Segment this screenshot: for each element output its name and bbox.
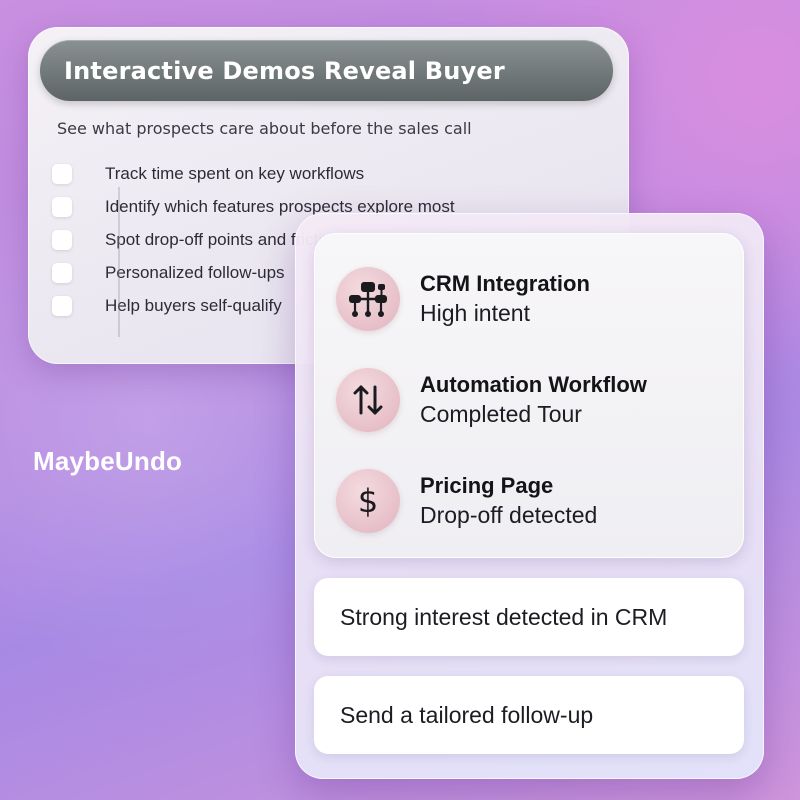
checklist-divider [118,187,120,337]
feature-automation-workflow[interactable]: Automation Workflow Completed Tour [336,368,647,432]
feature-crm-integration[interactable]: CRM Integration High intent [336,267,590,331]
up-down-arrows-icon [336,368,400,432]
brand-logo-text: MaybeUndo [33,446,183,476]
feature-title: CRM Integration [420,271,590,296]
checklist-item-label: Personalized follow-ups [105,262,285,282]
checkbox[interactable] [52,229,72,250]
checklist-item: Help buyers self-qualify [52,289,455,322]
card-subtitle: See what prospects care about before the… [57,119,472,138]
feature-title: Automation Workflow [420,372,647,397]
action-message-text: Send a tailored follow-up [340,701,594,728]
title-bar: Interactive Demos Reveal Buyer [40,40,613,101]
checklist-item: Spot drop-off points and friction [52,223,455,256]
dollar-glyph: $ [357,482,379,520]
checklist-item-label: Help buyers self-qualify [105,295,282,315]
feature-pricing-page[interactable]: $ Pricing Page Drop-off detected [336,469,597,533]
feature-status: Completed Tour [420,401,582,427]
feature-status: Drop-off detected [420,502,598,528]
checkbox[interactable] [52,262,72,283]
feature-status: High intent [420,300,530,326]
checkbox[interactable] [52,163,72,184]
card-title: Interactive Demos Reveal Buyer [64,56,505,85]
feature-title: Pricing Page [420,473,554,498]
checklist-item-label: Spot drop-off points and friction [105,229,341,249]
checklist-item: Personalized follow-ups [52,256,455,289]
insight-message[interactable]: Strong interest detected in CRM [314,578,744,656]
dollar-icon: $ [336,469,400,533]
insight-message-text: Strong interest detected in CRM [340,603,668,630]
insights-card: CRM Integration High intent Automation W… [295,213,764,779]
checkbox[interactable] [52,196,72,217]
features-panel: CRM Integration High intent Automation W… [314,233,744,558]
action-message[interactable]: Send a tailored follow-up [314,676,744,754]
checklist-item-label: Track time spent on key workflows [105,163,365,183]
checklist-item: Track time spent on key workflows [52,157,455,190]
org-chart-icon [336,267,400,331]
checklist-item: Identify which features prospects explor… [52,190,455,223]
summary-card: Interactive Demos Reveal Buyer See what … [28,27,629,364]
checkbox[interactable] [52,295,72,316]
checklist: Track time spent on key workflows Identi… [52,157,455,322]
checklist-item-label: Identify which features prospects explor… [105,196,455,216]
